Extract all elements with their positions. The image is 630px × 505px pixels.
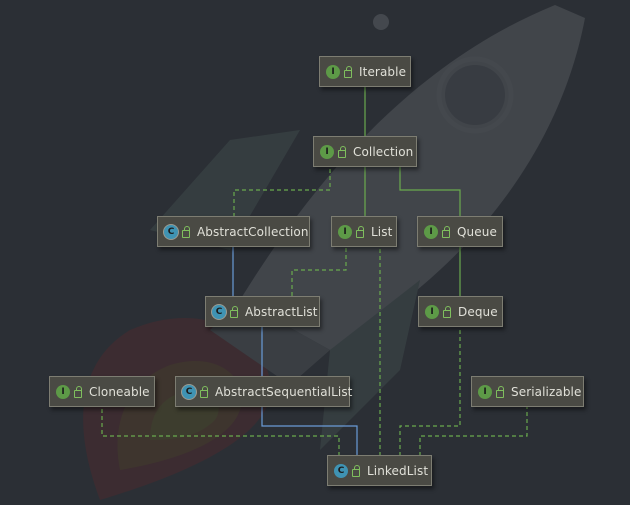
lock-icon: [74, 385, 82, 398]
node-label: Serializable: [511, 384, 582, 399]
lock-icon: [443, 305, 451, 318]
node-collection[interactable]: I Collection: [313, 136, 417, 167]
node-label: AbstractList: [245, 304, 318, 319]
interface-icon: I: [320, 144, 334, 159]
edge-linkedlist-deque: [399, 317, 465, 456]
node-list[interactable]: I List: [331, 216, 397, 247]
node-label: AbstractSequentialList: [215, 384, 353, 399]
interface-icon: I: [424, 224, 438, 239]
lock-icon: [496, 385, 504, 398]
node-iterable[interactable]: I Iterable: [319, 56, 411, 87]
edge-abstractcollection-collection: [233, 157, 335, 217]
edge-queue-collection: [395, 157, 461, 217]
node-label: LinkedList: [367, 463, 429, 478]
node-cloneable[interactable]: I Cloneable: [49, 376, 155, 407]
lock-icon: [338, 145, 346, 158]
interface-icon: I: [56, 384, 70, 399]
lock-icon: [352, 464, 360, 477]
node-label: Deque: [458, 304, 498, 319]
lock-icon: [356, 225, 364, 238]
node-label: Queue: [457, 224, 497, 239]
node-label: Collection: [353, 144, 414, 159]
node-linked-list[interactable]: C LinkedList: [327, 455, 432, 486]
node-label: AbstractCollection: [197, 224, 309, 239]
lock-icon: [200, 385, 208, 398]
node-label: Cloneable: [89, 384, 150, 399]
interface-icon: I: [338, 224, 352, 239]
node-abstract-list[interactable]: C AbstractList: [205, 296, 320, 327]
node-label: Iterable: [359, 64, 407, 79]
node-queue[interactable]: I Queue: [417, 216, 503, 247]
node-serializable[interactable]: I Serializable: [471, 376, 584, 407]
node-deque[interactable]: I Deque: [418, 296, 503, 327]
lock-icon: [230, 305, 238, 318]
edges-layer: [97, 77, 532, 456]
edge-abstractlist-list: [291, 237, 351, 296]
node-abstract-collection[interactable]: C AbstractCollection: [157, 216, 310, 247]
lock-icon: [344, 65, 352, 78]
interface-icon: I: [478, 384, 492, 399]
abstract-class-icon: C: [164, 224, 178, 239]
edge-linkedlist-serializable: [419, 397, 532, 456]
class-icon: C: [334, 463, 348, 478]
edge-linkedlist-abstractsequentiallist: [257, 397, 358, 456]
edge-linkedlist-cloneable: [97, 397, 340, 456]
abstract-class-icon: C: [212, 304, 226, 319]
abstract-class-icon: C: [182, 384, 196, 399]
interface-icon: I: [326, 64, 340, 79]
interface-icon: I: [425, 304, 439, 319]
lock-icon: [442, 225, 450, 238]
node-label: List: [371, 224, 393, 239]
node-abstract-sequential-list[interactable]: C AbstractSequentialList: [175, 376, 353, 407]
lock-icon: [182, 225, 190, 238]
